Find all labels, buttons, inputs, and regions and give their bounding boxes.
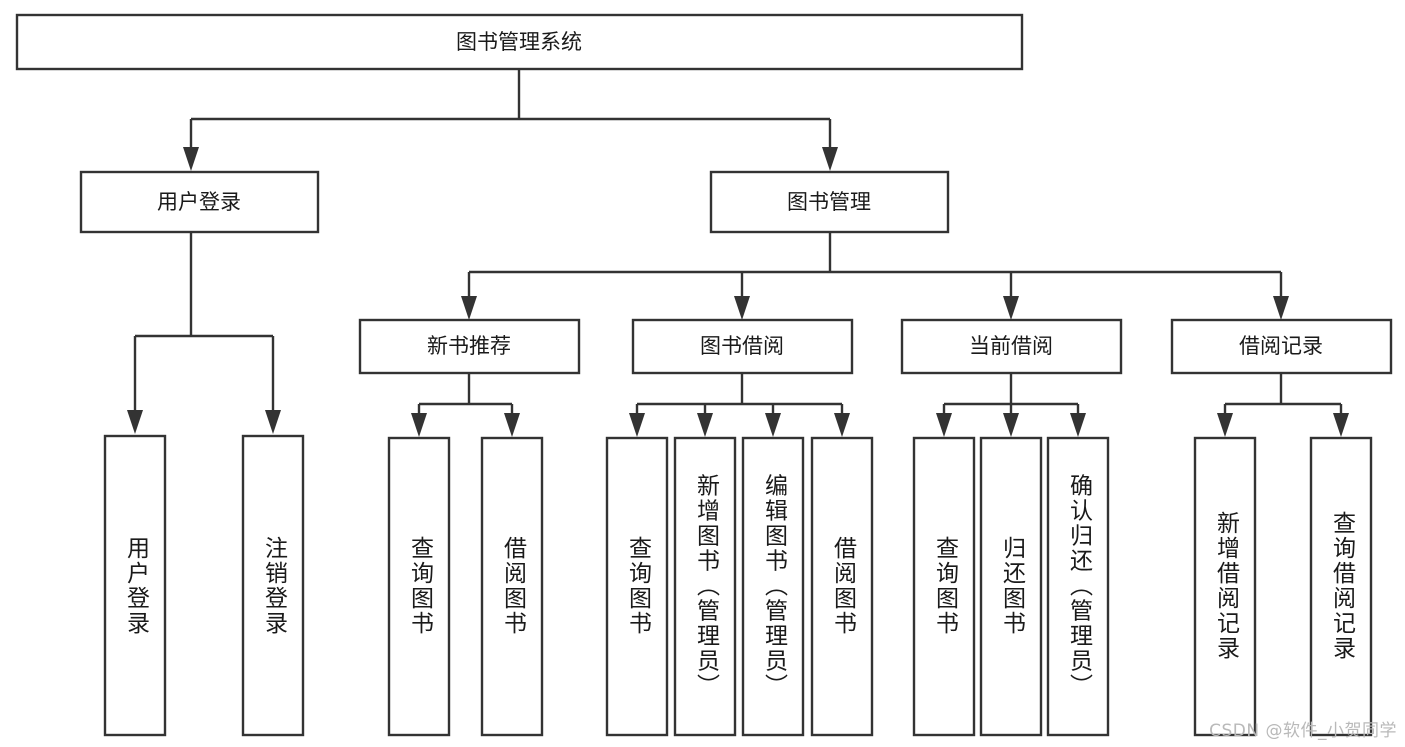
- node-leaf-query-book-rec-label: 查询图书: [407, 536, 435, 636]
- node-root[interactable]: 图书管理系统: [15, 13, 1024, 71]
- node-leaf-confirm-return-label: 确认归还（管理员）: [1066, 474, 1094, 699]
- node-leaf-logout-label: 注销登录: [261, 536, 289, 636]
- node-borrow-record[interactable]: 借阅记录: [1170, 318, 1393, 375]
- node-leaf-borrow-book-label: 借阅图书: [830, 536, 858, 636]
- node-book-borrow[interactable]: 图书借阅: [631, 318, 854, 375]
- node-leaf-add-book-label: 新增图书（管理员）: [693, 474, 721, 699]
- node-leaf-query-book-rec[interactable]: 查询图书: [387, 436, 451, 737]
- node-leaf-query-book-borrow-label: 查询图书: [625, 536, 653, 636]
- edge-layer: [127, 69, 1349, 437]
- node-leaf-user-login-label: 用户登录: [123, 536, 151, 636]
- arrow-head-borrow-record: [1273, 296, 1289, 320]
- node-leaf-edit-book-rect[interactable]: [741, 436, 805, 737]
- node-leaf-borrow-book-rec[interactable]: 借阅图书: [480, 436, 544, 737]
- node-leaf-user-login[interactable]: 用户登录: [103, 434, 167, 737]
- arrow-head-leaf-query-book-borrow: [629, 413, 645, 437]
- arrow-head-leaf-return-book: [1003, 413, 1019, 437]
- node-leaf-return-book-rect[interactable]: [979, 436, 1043, 737]
- node-leaf-query-book-rec-rect[interactable]: [387, 436, 451, 737]
- node-leaf-borrow-book-rect[interactable]: [810, 436, 874, 737]
- node-leaf-confirm-return-rect[interactable]: [1046, 436, 1110, 737]
- node-current-borrow[interactable]: 当前借阅: [900, 318, 1123, 375]
- arrow-head-leaf-borrow-book: [834, 413, 850, 437]
- node-leaf-query-record[interactable]: 查询借阅记录: [1309, 436, 1373, 737]
- node-root-rect[interactable]: [15, 13, 1024, 71]
- node-leaf-logout-rect[interactable]: [241, 434, 305, 737]
- node-leaf-query-record-label: 查询借阅记录: [1329, 511, 1357, 661]
- node-current-borrow-rect[interactable]: [900, 318, 1123, 375]
- node-layer: 图书管理系统 用户登录 图书管理 新书推荐 图书借阅: [15, 13, 1393, 737]
- node-new-book-rec-label: 新书推荐: [427, 334, 511, 358]
- node-user-login-label: 用户登录: [157, 190, 241, 214]
- node-leaf-borrow-book-rec-label: 借阅图书: [500, 536, 528, 636]
- node-leaf-query-book-borrow[interactable]: 查询图书: [605, 436, 669, 737]
- arrow-head-user-login: [183, 147, 199, 171]
- arrow-head-leaf-borrow-book-rec: [504, 413, 520, 437]
- node-root-label: 图书管理系统: [456, 30, 582, 54]
- node-borrow-record-rect[interactable]: [1170, 318, 1393, 375]
- node-book-borrow-label: 图书借阅: [700, 334, 784, 358]
- node-book-manage[interactable]: 图书管理: [709, 170, 950, 234]
- node-leaf-borrow-book[interactable]: 借阅图书: [810, 436, 874, 737]
- node-leaf-add-book-rect[interactable]: [673, 436, 737, 737]
- arrow-head-leaf-add-book: [697, 413, 713, 437]
- node-leaf-return-book-label: 归还图书: [999, 536, 1027, 636]
- arrow-head-leaf-logout: [265, 410, 281, 434]
- node-book-borrow-rect[interactable]: [631, 318, 854, 375]
- node-user-login-rect[interactable]: [79, 170, 320, 234]
- arrow-head-leaf-user-login: [127, 410, 143, 434]
- node-leaf-user-login-rect[interactable]: [103, 434, 167, 737]
- node-book-manage-label: 图书管理: [787, 190, 871, 214]
- arrow-head-leaf-query-book-rec: [411, 413, 427, 437]
- node-leaf-logout[interactable]: 注销登录: [241, 434, 305, 737]
- node-leaf-query-book-cur[interactable]: 查询图书: [912, 436, 976, 737]
- node-leaf-query-record-rect[interactable]: [1309, 436, 1373, 737]
- node-leaf-edit-book-label: 编辑图书（管理员）: [761, 474, 789, 699]
- node-leaf-query-book-borrow-rect[interactable]: [605, 436, 669, 737]
- arrow-head-leaf-query-book-cur: [936, 413, 952, 437]
- node-leaf-confirm-return[interactable]: 确认归还（管理员）: [1046, 436, 1110, 737]
- node-leaf-add-book[interactable]: 新增图书（管理员）: [673, 436, 737, 737]
- arrow-head-book-manage: [822, 147, 838, 171]
- node-leaf-borrow-book-rec-rect[interactable]: [480, 436, 544, 737]
- arrow-head-leaf-query-record: [1333, 413, 1349, 437]
- node-leaf-query-book-cur-label: 查询图书: [932, 536, 960, 636]
- node-new-book-rec-rect[interactable]: [358, 318, 581, 375]
- node-leaf-edit-book[interactable]: 编辑图书（管理员）: [741, 436, 805, 737]
- node-new-book-rec[interactable]: 新书推荐: [358, 318, 581, 375]
- node-leaf-add-record-rect[interactable]: [1193, 436, 1257, 737]
- arrow-head-leaf-confirm-return: [1070, 413, 1086, 437]
- node-leaf-return-book[interactable]: 归还图书: [979, 436, 1043, 737]
- node-leaf-add-record[interactable]: 新增借阅记录: [1193, 436, 1257, 737]
- arrow-head-new-book-rec: [461, 296, 477, 320]
- node-current-borrow-label: 当前借阅: [969, 334, 1053, 358]
- node-leaf-query-book-cur-rect[interactable]: [912, 436, 976, 737]
- node-book-manage-rect[interactable]: [709, 170, 950, 234]
- arrow-head-current-borrow: [1003, 296, 1019, 320]
- arrow-head-book-borrow: [734, 296, 750, 320]
- arrow-head-leaf-edit-book: [765, 413, 781, 437]
- arrow-head-leaf-add-record: [1217, 413, 1233, 437]
- node-user-login[interactable]: 用户登录: [79, 170, 320, 234]
- node-borrow-record-label: 借阅记录: [1239, 334, 1323, 358]
- node-leaf-add-record-label: 新增借阅记录: [1213, 511, 1241, 661]
